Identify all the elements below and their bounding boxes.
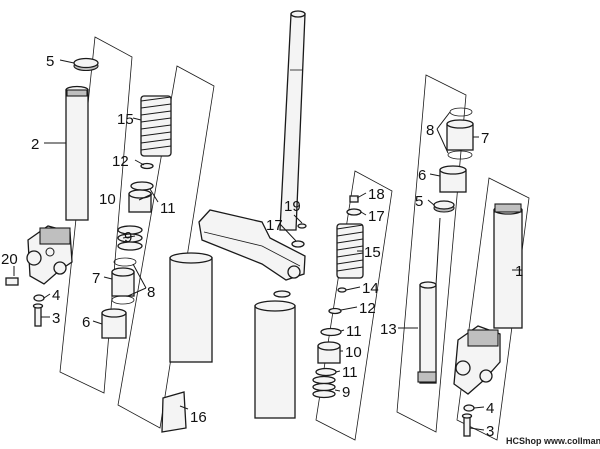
- damper-rod-13: [435, 217, 441, 286]
- fork-sleeve-left: [169, 257, 213, 363]
- callout-15-left: 15: [117, 111, 134, 128]
- bolt-20: [5, 277, 19, 286]
- right-rod-column: [417, 107, 474, 384]
- washer-stack-9-left: [117, 225, 143, 251]
- ring-11-left: [130, 181, 154, 191]
- callout-1: 1: [515, 263, 523, 280]
- callout-2: 2: [31, 136, 39, 153]
- callout-12-left: 12: [112, 153, 129, 170]
- callout-17-center: 17: [266, 217, 283, 234]
- callout-11-right-a: 11: [346, 323, 362, 340]
- spring-15-left: [140, 95, 172, 157]
- left-fork-leg: [5, 57, 99, 327]
- callout-8-right: 8: [426, 122, 434, 139]
- washer-17-center: [291, 240, 305, 248]
- callout-4-left: 4: [52, 287, 60, 304]
- clip-8-right-b: [447, 150, 473, 160]
- clip-8-right-a: [449, 107, 473, 117]
- callout-9-right: 9: [342, 384, 350, 401]
- callout-10-left: 10: [99, 191, 116, 208]
- washer-4-right: [463, 404, 475, 412]
- fork-sleeve-right: [254, 305, 296, 419]
- fork-tube-right: [493, 209, 523, 329]
- washer-stack-9-right: [312, 375, 336, 399]
- callout-14: 14: [362, 280, 379, 297]
- callout-17-right: 17: [368, 208, 385, 225]
- callout-20: 20: [1, 251, 18, 268]
- damper-body-13: [419, 284, 437, 384]
- center-steering-stem: [161, 10, 307, 433]
- callout-11-right-b: 11: [342, 364, 358, 381]
- spring-15-right: [336, 223, 364, 279]
- leader-lines: [13, 59, 522, 431]
- callout-9-left: 9: [124, 229, 132, 246]
- cap-18: [349, 195, 359, 203]
- washer-4-left: [33, 294, 45, 302]
- ring-11-right-a: [320, 327, 342, 337]
- washer-14: [337, 287, 347, 293]
- callout-10-right: 10: [345, 344, 362, 361]
- ring-11-right-b: [315, 367, 337, 377]
- callout-19: 19: [284, 198, 301, 215]
- triple-clamp: [198, 209, 306, 281]
- right-fork-leg: [453, 203, 523, 437]
- callout-12-right: 12: [359, 300, 376, 317]
- callout-3-right: 3: [486, 423, 494, 440]
- fork-tube-left: [65, 89, 89, 221]
- frame-right-spring: [315, 170, 393, 441]
- stem-ring: [273, 290, 291, 298]
- dust-boot-16: [161, 391, 187, 433]
- left-spring-column: [101, 95, 172, 339]
- callout-11-left: 11: [160, 200, 176, 217]
- callout-labels: 5 2 15 12 10 11 9 7 8 6 20 4 3 16 19 17 …: [1, 53, 523, 440]
- callout-6-left: 6: [82, 314, 90, 331]
- callout-4-right: 4: [486, 400, 494, 417]
- callout-18: 18: [368, 186, 385, 203]
- credit-text: HCShop www.collmann.eu: [506, 436, 600, 446]
- callout-7-left: 7: [92, 270, 100, 287]
- callout-3-left: 3: [52, 310, 60, 327]
- callout-7-right: 7: [481, 130, 489, 147]
- callout-15-right: 15: [364, 244, 381, 261]
- callout-13: 13: [380, 321, 397, 338]
- callout-6-right: 6: [418, 167, 426, 184]
- clip-8-left: [113, 257, 137, 267]
- screw-3-right: [463, 415, 471, 437]
- right-spring-column: [312, 195, 364, 399]
- callout-5-right: 5: [415, 193, 423, 210]
- washer-17-right: [346, 208, 362, 216]
- screw-3-left: [34, 305, 42, 327]
- callout-5-left: 5: [46, 53, 54, 70]
- frame-right-rod: [396, 74, 467, 433]
- nut-19: [297, 223, 307, 229]
- callout-8-left: 8: [147, 284, 155, 301]
- washer-12-right: [328, 307, 342, 315]
- callout-16: 16: [190, 409, 207, 426]
